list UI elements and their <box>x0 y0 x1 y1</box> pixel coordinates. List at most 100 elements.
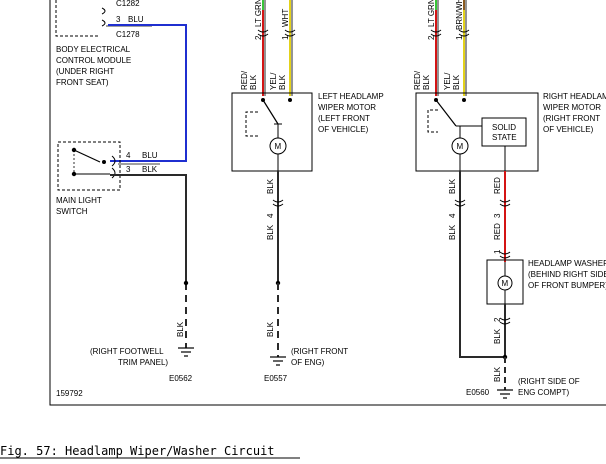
switch-wire-a: BLU <box>142 151 158 160</box>
blu-wire <box>108 24 187 162</box>
switch-blade <box>73 149 101 163</box>
right-connector-mark-2 <box>430 29 442 37</box>
right-blk-lower: BLK <box>448 224 457 240</box>
switch-outline <box>57 141 121 191</box>
bcm-label-3: (UNDER RIGHT <box>56 67 114 76</box>
right-motor-box <box>415 92 539 172</box>
left-motor-label-2: WIPER MOTOR <box>318 103 376 112</box>
left-connector-mark-2 <box>257 29 269 37</box>
right-wire-2: LT GRN <box>427 0 436 27</box>
right-yel-label: YEL/ <box>443 72 452 90</box>
left-ground: (RIGHT FRONT OF ENG) E0557 <box>264 347 348 383</box>
washer-connector-mark-2 <box>499 317 511 325</box>
right-wire-1: BRN/WHT <box>455 0 464 30</box>
right-red-upper: RED <box>493 177 502 194</box>
right-blk2-label: BLK <box>452 74 461 90</box>
main-light-switch: 4 BLU 3 BLK MAIN LIGHT SWITCH <box>56 141 160 216</box>
figure-id: 159792 <box>56 389 83 398</box>
right-blk-label: BLK <box>422 74 431 90</box>
bcm-wire-label: BLU <box>128 15 144 24</box>
switch-pin-b: 3 <box>126 165 131 174</box>
left-pin-2: 2 <box>254 35 263 40</box>
right-motor-switch <box>435 99 457 127</box>
right-ground-blk: BLK <box>493 366 502 382</box>
switch-wire-b: BLK <box>142 165 158 174</box>
washer-connector-mark-1 <box>499 251 511 259</box>
left-connector-mark-1 <box>284 29 296 37</box>
switch-pin-a: 4 <box>126 151 131 160</box>
bcm-connector-top: C1282 <box>116 0 140 8</box>
right-blk-upper: BLK <box>448 178 457 194</box>
washer-pin-2: 2 <box>493 317 502 322</box>
footwell-ground: (RIGHT FOOTWELL TRIM PANEL) E0562 <box>90 347 194 383</box>
solid-state-box <box>481 117 527 147</box>
left-motor-m: M <box>275 142 282 151</box>
left-wire-2: LT GRN <box>254 0 263 27</box>
switch-ground-splice <box>183 280 189 286</box>
right-red-label: RED/ <box>413 70 422 90</box>
right-ground-id: E0560 <box>466 388 490 397</box>
right-motor-m: M <box>457 142 464 151</box>
left-blk2-label: BLK <box>278 74 287 90</box>
diagram-frame <box>49 0 606 406</box>
left-blk-lower: BLK <box>266 224 275 240</box>
right-motor-label-4: OF VEHICLE) <box>543 125 594 134</box>
left-cam-link <box>245 111 258 137</box>
washer-label-2: (BEHIND RIGHT SIDE <box>528 270 606 279</box>
bcm-outline <box>55 0 98 37</box>
washer-blk: BLK <box>493 328 502 344</box>
switch-ground-wire <box>110 174 187 283</box>
right-headlamp-wiper-motor: 2 LT GRN 1 BRN/WHT RED/ BLK YEL/ BLK M S… <box>413 0 606 172</box>
right-pin-3: 3 <box>493 213 502 218</box>
switch-label-1: MAIN LIGHT <box>56 196 102 205</box>
bcm-pin: 3 <box>116 15 121 24</box>
left-yel-label: YEL/ <box>269 72 278 90</box>
right-ground-label-1: (RIGHT SIDE OF <box>518 377 580 386</box>
washer-motor-m: M <box>502 279 509 288</box>
left-motor-label-1: LEFT HEADLAMP <box>318 92 384 101</box>
solid-state-2: STATE <box>492 133 517 142</box>
right-term-2 <box>462 98 466 102</box>
bcm-connector-bottom: C1278 <box>116 30 140 39</box>
right-pin-1-washer: 1 <box>493 249 502 254</box>
left-term-2 <box>288 98 292 102</box>
left-headlamp-wiper-motor: 2 LT GRN 1 WHT RED/ BLK YEL/ BLK M LEFT … <box>231 0 384 172</box>
left-red-label: RED/ <box>240 70 249 90</box>
left-blk-upper: BLK <box>266 178 275 194</box>
right-connector-mark-1 <box>458 29 470 37</box>
footwell-blk-label: BLK <box>176 321 185 337</box>
right-pin-2: 2 <box>427 35 436 40</box>
bcm-label-4: FRONT SEAT) <box>56 78 109 87</box>
right-ground-label-2: ENG COMPT) <box>518 388 569 397</box>
left-ground-connector-mark <box>272 199 284 207</box>
figure-caption: Fig. 57: Headlamp Wiper/Washer Circuit <box>0 444 275 458</box>
bcm-connector-mark <box>101 7 106 15</box>
solid-state-1: SOLID <box>492 123 516 132</box>
washer-label-3: OF FRONT BUMPER) <box>528 281 606 290</box>
headlamp-washer: M HEADLAMP WASHER (BEHIND RIGHT SIDE OF … <box>486 259 606 305</box>
bcm-label-1: BODY ELECTRICAL <box>56 45 131 54</box>
left-motor-label-4: OF VEHICLE) <box>318 125 369 134</box>
footwell-ground-label-2: TRIM PANEL) <box>118 358 168 367</box>
right-red-connector-mark <box>499 199 511 207</box>
bcm-label-2: CONTROL MODULE <box>56 56 131 65</box>
right-motor-label-2: WIPER MOTOR <box>543 103 601 112</box>
left-blk-label: BLK <box>249 74 258 90</box>
left-ground-label-1: (RIGHT FRONT <box>291 347 348 356</box>
left-motor-box <box>231 92 313 172</box>
right-motor-label-1: RIGHT HEADLAMP <box>543 92 606 101</box>
switch-contact-a <box>102 160 106 164</box>
right-ground: (RIGHT SIDE OF ENG COMPT) E0560 <box>466 377 580 399</box>
body-electrical-control-module: C1282 3 BLU C1278 BODY ELECTRICAL CONTRO… <box>55 0 152 87</box>
right-pin-4: 4 <box>448 213 457 218</box>
right-motor-label-3: (RIGHT FRONT <box>543 114 600 123</box>
footwell-ground-id: E0562 <box>169 374 193 383</box>
footwell-ground-label-1: (RIGHT FOOTWELL <box>90 347 164 356</box>
right-red-lower: RED <box>493 223 502 240</box>
switch-connector-marks <box>111 155 116 179</box>
left-ground-label-2: OF ENG) <box>291 358 325 367</box>
right-blk-connector-mark <box>454 199 466 207</box>
left-ground-blk: BLK <box>266 321 275 337</box>
right-pin-1: 1 <box>455 35 464 40</box>
